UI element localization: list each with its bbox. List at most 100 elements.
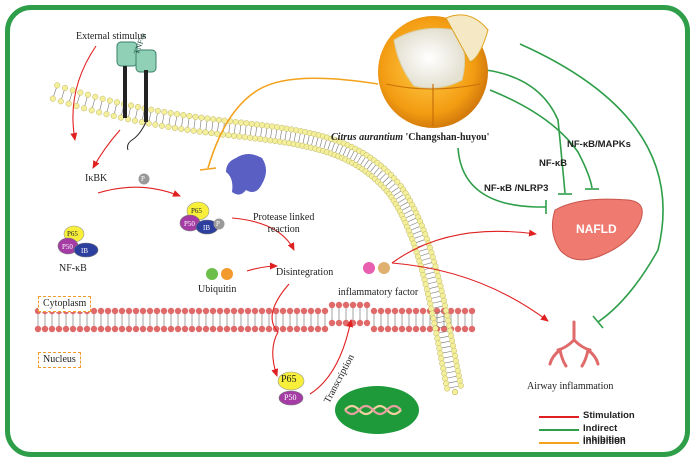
lipid-head: [154, 107, 161, 114]
ikbk-label: IκBK: [85, 173, 108, 184]
green-frame: [5, 5, 690, 457]
lipid-tail: [181, 117, 184, 127]
lipid-head: [145, 120, 152, 127]
lipid-head: [412, 325, 420, 333]
lipid-head: [300, 307, 308, 315]
lipid-head: [195, 307, 203, 315]
lipid-tail: [376, 170, 383, 178]
lipid-head: [238, 119, 245, 126]
lipid-tail: [234, 124, 236, 134]
lipid-head: [428, 305, 435, 312]
lipid-head: [178, 125, 185, 132]
lipid-head: [77, 89, 84, 96]
lipid-head: [54, 82, 61, 89]
lipid-head: [438, 355, 445, 362]
lipid-head: [167, 110, 174, 117]
lipid-tail: [148, 112, 152, 121]
lipid-head: [180, 112, 187, 119]
citrus-species-label: Citrus aurantium: [331, 132, 403, 143]
lipid-head: [440, 365, 447, 372]
lipid-head: [447, 307, 455, 315]
lipid-head: [363, 319, 371, 327]
lipid-head: [335, 301, 343, 309]
lipid-head: [188, 307, 196, 315]
inflammatory-factor-label: inflammatory factor: [338, 287, 419, 298]
lipid-tail: [367, 162, 373, 170]
lipid-head: [398, 307, 406, 315]
lipid-tail: [427, 276, 436, 280]
lipid-head: [439, 360, 446, 367]
lipid-head: [202, 325, 210, 333]
lipid-head: [426, 325, 434, 333]
lipid-tail: [431, 296, 441, 299]
receptor-icon: [116, 41, 157, 151]
lipid-tail: [411, 226, 420, 231]
lipid-head: [114, 99, 121, 106]
lipid-head: [139, 307, 147, 315]
lipid-tail: [385, 179, 393, 187]
lipid-tail: [168, 115, 171, 125]
lipid-tail: [446, 371, 456, 374]
nfkb-complex-nucleus: [277, 371, 305, 406]
lipid-tail: [346, 149, 351, 158]
lipid-head: [210, 116, 217, 123]
lipid-head: [272, 307, 280, 315]
lipid-head: [258, 307, 266, 315]
protease-label: Protease linked reaction: [253, 212, 315, 235]
lipid-head: [363, 301, 371, 309]
lipid-tail: [335, 144, 339, 153]
lipid-head: [314, 307, 322, 315]
lipid-head: [328, 301, 336, 309]
lipid-tail: [199, 120, 202, 129]
lipid-tail: [436, 315, 445, 319]
lipid-tail: [142, 111, 145, 120]
lipid-head: [307, 325, 315, 333]
airway-label: Airway inflammation: [527, 381, 614, 392]
lipid-head: [394, 178, 401, 185]
cytoplasm-box: Cytoplasm: [38, 296, 92, 312]
lipid-head: [436, 345, 443, 352]
lipid-tail: [430, 291, 439, 294]
lipid-head: [451, 347, 458, 354]
lipid-tail: [395, 194, 404, 200]
lipid-head: [243, 120, 250, 127]
lipid-tail: [391, 187, 399, 193]
lipid-head: [73, 103, 80, 110]
lipid-tail: [76, 95, 80, 104]
lipid-tail: [319, 138, 323, 148]
inhibition-line: [199, 77, 379, 171]
lipid-tail: [239, 125, 242, 134]
lipid-tail: [323, 140, 327, 149]
lipid-head: [279, 307, 287, 315]
lipid-head: [181, 307, 189, 315]
lipid-head: [468, 307, 476, 315]
lipid-tail: [293, 132, 296, 142]
lipid-head: [244, 307, 252, 315]
inflammatory-factor-dots: [363, 262, 390, 274]
lipid-head: [111, 307, 119, 315]
lipid-head: [454, 307, 462, 315]
lipid-tail: [448, 381, 458, 384]
lipid-head: [69, 87, 76, 94]
lipid-tail: [404, 209, 412, 215]
lipid-head: [456, 377, 463, 384]
lipid-tail: [379, 173, 386, 180]
lipid-tail: [99, 101, 103, 110]
lipid-head: [139, 325, 147, 333]
lipid-tail: [331, 142, 335, 151]
lipid-head: [117, 114, 124, 121]
lipid-head: [349, 301, 357, 309]
lipid-head: [138, 119, 145, 126]
lipid-head: [125, 325, 133, 333]
lipid-head: [444, 385, 451, 392]
p-label-free: P: [141, 175, 145, 183]
lipid-tail: [298, 133, 301, 143]
lipid-tail: [433, 305, 443, 309]
lipid-head: [448, 332, 455, 339]
lipid-head: [232, 118, 239, 125]
lipid-head: [248, 120, 255, 127]
lipid-head: [202, 307, 210, 315]
lipid-head: [405, 325, 413, 333]
lipid-head: [426, 295, 433, 302]
lipid-tail: [443, 356, 453, 359]
